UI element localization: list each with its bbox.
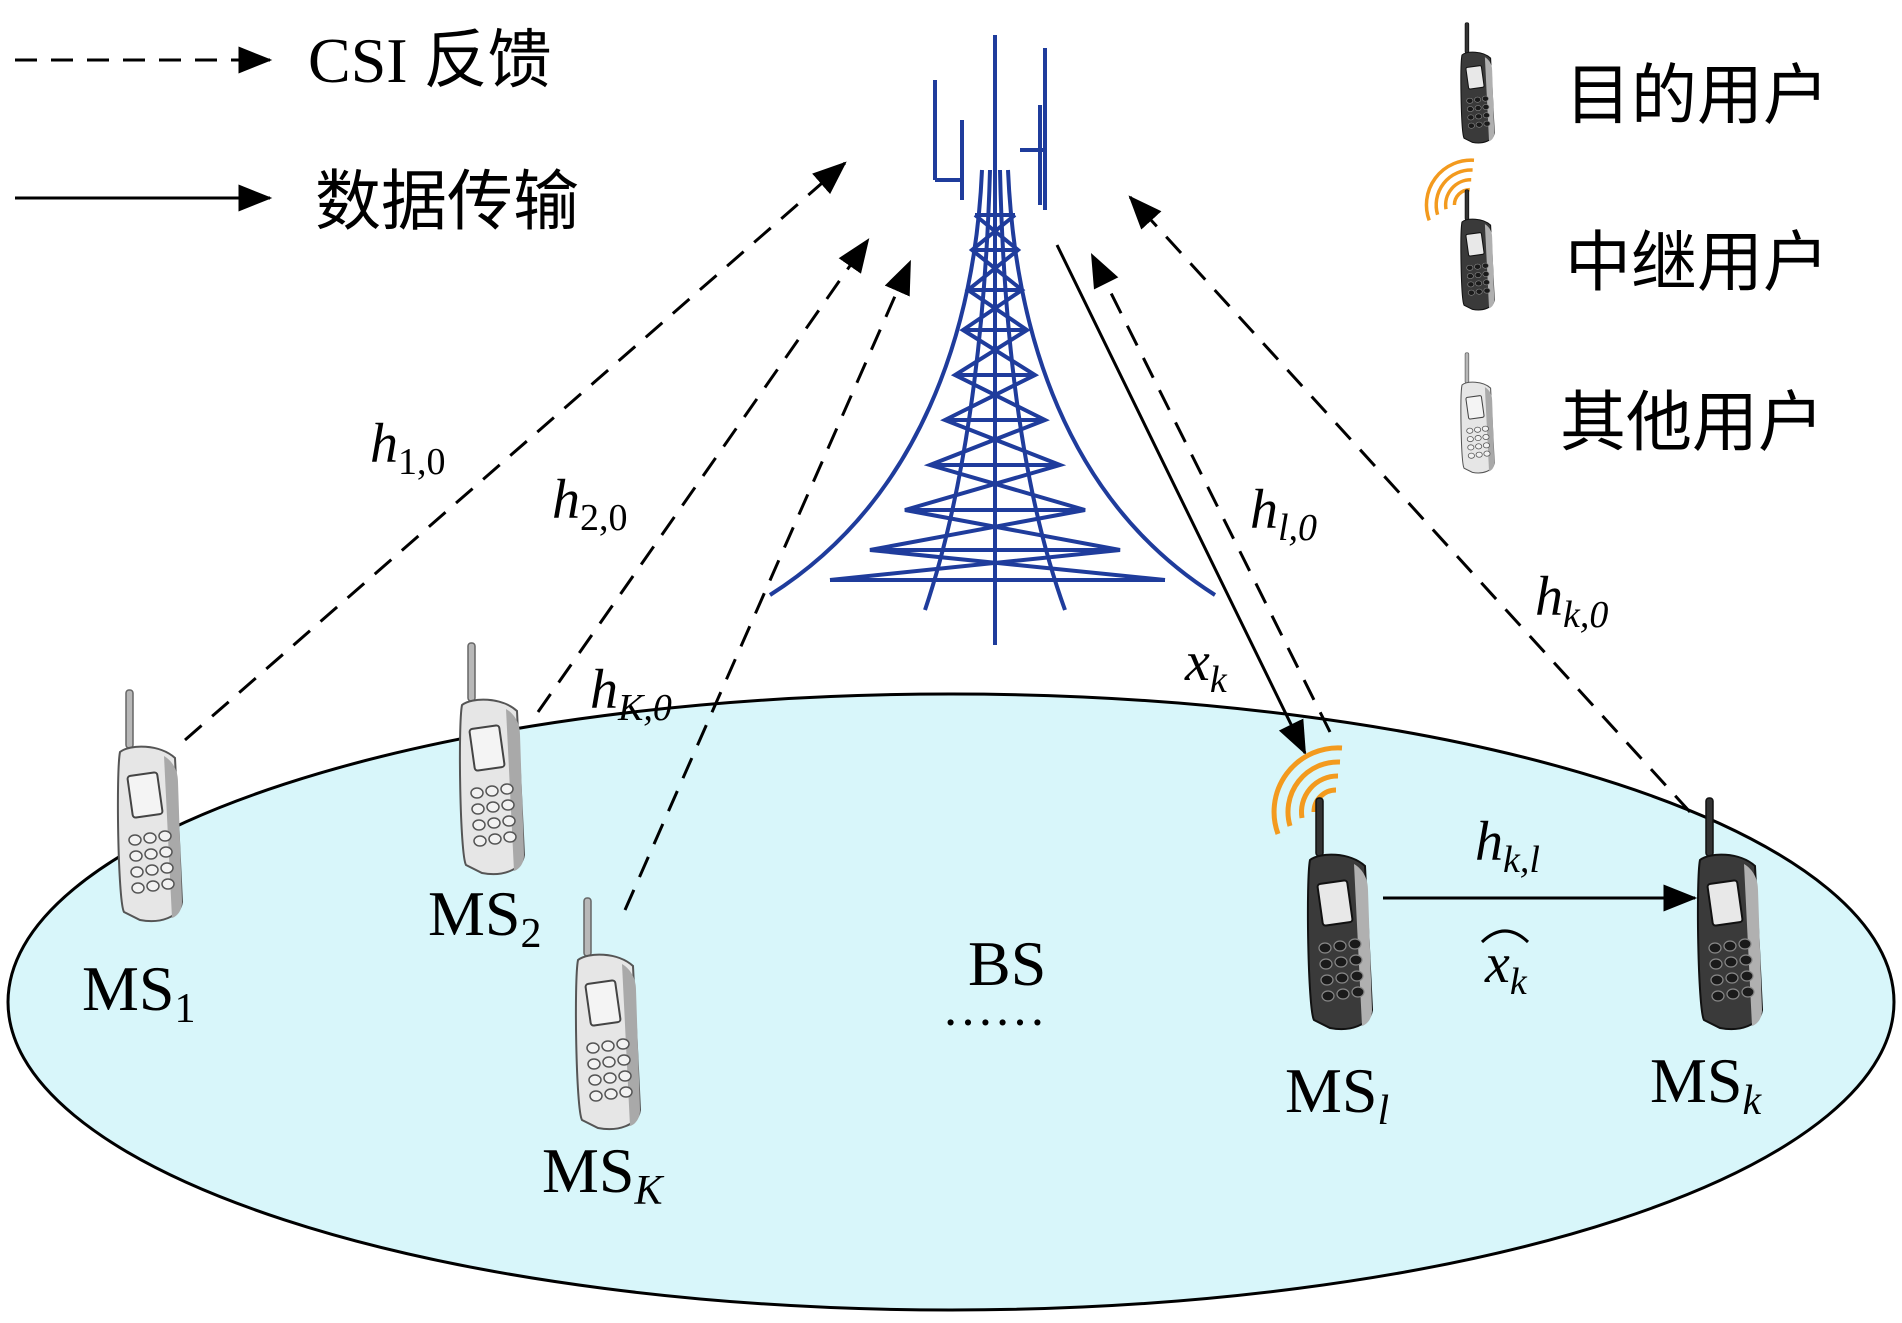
label-ms2: MS2: [428, 878, 542, 957]
label-xk: xk: [1184, 631, 1228, 701]
label-h10: h1,0: [370, 413, 446, 483]
xk-hat-arc-icon: [1480, 929, 1530, 944]
label-hK0: hK,0: [590, 659, 672, 729]
label-msK: MSK: [542, 1135, 665, 1214]
csi-line-ms1: [184, 161, 847, 742]
legend-other-user-icon: [1460, 352, 1495, 474]
csi-line-ms2: [536, 238, 870, 713]
label-hl0: hl,0: [1250, 479, 1317, 549]
label-hkl: hk,l: [1475, 811, 1540, 881]
legend-relay-user-icon: [1460, 189, 1495, 311]
label-hk0: hk,0: [1535, 566, 1608, 636]
legend-csi-feedback: CSI 反馈: [308, 25, 552, 96]
ms2-phone-icon: [458, 642, 525, 876]
legend-target-user-icon: [1460, 22, 1495, 144]
data-line-bs-to-msl: [1055, 244, 1307, 756]
label-xk-hat: xk: [1484, 933, 1528, 1003]
label-msl: MSl: [1285, 1055, 1389, 1134]
csi-line-msk: [1128, 195, 1692, 814]
label-ellipsis: ……: [942, 980, 1046, 1037]
base-station-tower-icon: [768, 35, 1217, 645]
label-msk: MSk: [1650, 1045, 1763, 1124]
csi-line-msK: [623, 259, 912, 911]
label-h20: h2,0: [552, 469, 628, 539]
legend-other-user: 其他用户: [1560, 384, 1824, 461]
legend-relay-user: 中继用户: [1565, 224, 1829, 301]
label-ms1: MS1: [82, 953, 196, 1032]
csi-line-msl: [1090, 252, 1332, 733]
legend-data-transmission: 数据传输: [315, 163, 579, 240]
label-bs: BS: [968, 928, 1046, 999]
ms1-phone-icon: [116, 689, 184, 923]
legend-target-user: 目的用户: [1565, 57, 1829, 134]
